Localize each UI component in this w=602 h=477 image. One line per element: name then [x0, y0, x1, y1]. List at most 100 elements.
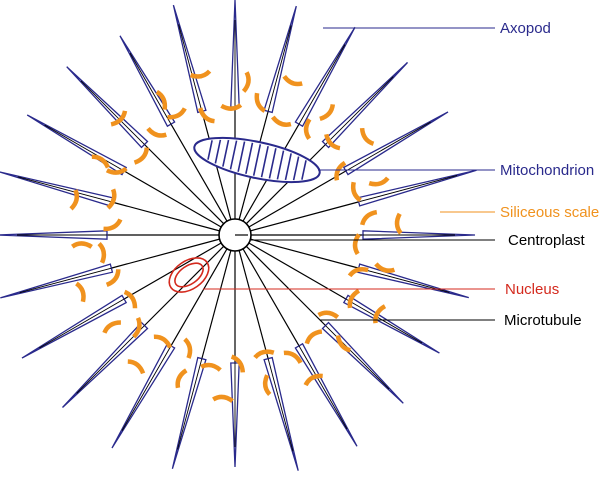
label-siliceous-scale: Siliceous scale: [500, 204, 599, 221]
microtubule-core: [345, 298, 423, 344]
microtubule: [248, 242, 347, 300]
siliceous-scale: [198, 107, 215, 124]
mitochondrion-crista: [245, 142, 254, 175]
siliceous-scale: [105, 269, 121, 288]
microtubule-core: [267, 358, 294, 452]
axopod: [172, 4, 207, 114]
siliceous-scale: [102, 320, 121, 334]
label-mitochondrion: Mitochondrion: [500, 162, 594, 179]
siliceous-scale: [71, 241, 93, 249]
microtubule: [245, 144, 326, 225]
mitochondrion-crista: [292, 156, 300, 181]
microtubule: [170, 123, 228, 222]
mitochondrion-crista: [252, 144, 262, 176]
microtubule-core: [44, 124, 125, 172]
siliceous-scale: [303, 118, 312, 140]
siliceous-scale: [103, 218, 123, 232]
siliceous-scale: [335, 335, 351, 353]
microtubule-core: [358, 267, 450, 293]
mitochondrion-crista: [222, 139, 230, 167]
microtubule: [250, 201, 359, 232]
microtubule: [245, 245, 326, 326]
microtubule-core: [345, 121, 431, 172]
axopod: [119, 35, 176, 128]
mitochondrion-crista: [207, 140, 213, 160]
axopod: [356, 169, 477, 207]
siliceous-scale: [350, 181, 362, 203]
microtubule-core: [129, 52, 172, 125]
microtubule-core: [178, 24, 203, 112]
mitochondrion-crista: [260, 145, 269, 178]
siliceous-scale: [127, 359, 146, 375]
siliceous-scale: [91, 154, 111, 169]
microtubule: [201, 250, 232, 359]
siliceous-scale: [153, 334, 173, 349]
mitochondrion-crista: [237, 141, 246, 172]
siliceous-scale: [183, 337, 193, 359]
siliceous-scale: [368, 176, 390, 187]
siliceous-scale: [373, 304, 387, 324]
mitochondrion: [193, 136, 321, 184]
microtubule-core: [19, 267, 112, 294]
axopod: [0, 263, 114, 299]
siliceous-scale: [212, 394, 234, 403]
mitochondrion-crista: [276, 150, 285, 180]
microtubule-core: [121, 345, 172, 431]
nucleus: [168, 257, 210, 293]
siliceous-scale: [347, 288, 361, 309]
siliceous-scale: [189, 69, 212, 79]
siliceous-scale: [110, 110, 128, 127]
label-axopod: Axopod: [500, 20, 551, 37]
microtubule-core: [358, 175, 458, 203]
microtubule: [111, 238, 220, 269]
siliceous-scale: [270, 115, 292, 127]
siliceous-scale: [175, 368, 188, 389]
microtubule: [238, 250, 269, 359]
siliceous-scale: [374, 262, 396, 273]
microtubule: [144, 144, 225, 225]
siliceous-scale: [352, 233, 361, 256]
mitochondrion-crista: [214, 139, 222, 164]
siliceous-scale: [347, 267, 369, 278]
microtubule-core: [17, 176, 112, 203]
siliceous-scale: [334, 160, 347, 181]
microtubule: [123, 170, 222, 228]
microtubule-core: [325, 325, 390, 390]
axopod: [294, 26, 356, 128]
label-nucleus: Nucleus: [505, 281, 559, 298]
mitochondrion-crista: [284, 153, 292, 181]
label-centroplast: Centroplast: [508, 232, 586, 249]
siliceous-scale: [123, 289, 138, 309]
microtubule-core: [325, 76, 394, 145]
siliceous-scale: [394, 212, 403, 235]
siliceous-scale: [282, 74, 303, 87]
siliceous-scale: [230, 354, 246, 373]
microtubule: [242, 248, 300, 347]
microtubule: [250, 238, 359, 269]
mitochondrion-crista: [268, 148, 277, 179]
centroplast: [218, 218, 252, 252]
scales-group: [69, 69, 403, 403]
microtubule-core: [80, 80, 145, 145]
axopod: [263, 356, 299, 471]
siliceous-scale: [241, 71, 251, 93]
label-microtubule: Microtubule: [504, 312, 582, 329]
siliceous-scale: [253, 349, 275, 360]
microtubule-core: [177, 358, 203, 450]
siliceous-scale: [262, 374, 272, 396]
siliceous-scale: [254, 92, 266, 113]
siliceous-scale: [303, 373, 323, 387]
microtubule-core: [39, 298, 125, 349]
axopod: [0, 171, 114, 207]
siliceous-scale: [155, 89, 168, 110]
leader-lines: [203, 27, 495, 321]
axopod: [171, 356, 207, 469]
microtubule: [170, 248, 228, 347]
siliceous-scale: [324, 133, 341, 151]
siliceous-scale: [319, 104, 336, 122]
siliceous-scale: [220, 103, 243, 111]
siliceous-scale: [69, 189, 80, 211]
axopod: [111, 342, 176, 449]
siliceous-scale: [317, 310, 340, 320]
